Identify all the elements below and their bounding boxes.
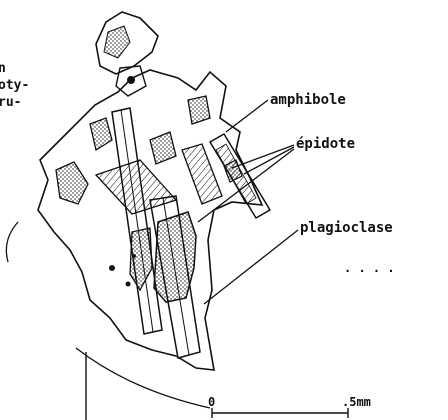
epidote-grain-3 [150, 132, 176, 164]
field-boundary-top [6, 222, 18, 262]
fragment-text-2: oty- [0, 78, 29, 93]
grain-dot [127, 76, 135, 84]
epidote-grain-1 [56, 162, 88, 204]
leader-amphibole [226, 100, 268, 132]
label-dots: . . . . [344, 261, 395, 275]
label-plagioclase: plagioclase [300, 220, 393, 236]
epidote-grain-4 [188, 96, 210, 124]
label-epidote: épidote [296, 136, 355, 152]
fragment-text-3: ru- [0, 95, 21, 110]
fragment-text-1: n [0, 61, 6, 76]
epidote-grain-6 [130, 228, 152, 290]
inclusion-3 [132, 254, 136, 258]
field-boundary-arc [76, 348, 210, 408]
lath-twin-line [121, 110, 153, 332]
crystal-aggregate-outline [38, 70, 262, 370]
label-amphibole: amphibole [270, 92, 346, 108]
scale-end-label: .5mm [342, 395, 371, 409]
leader-plagioclase [204, 230, 298, 304]
epidote-grain-2 [90, 118, 112, 150]
inclusion-1 [109, 265, 115, 271]
inclusion-2 [126, 282, 131, 287]
scale-start-label: 0 [208, 395, 215, 409]
top-crystal-stipple [104, 26, 130, 58]
